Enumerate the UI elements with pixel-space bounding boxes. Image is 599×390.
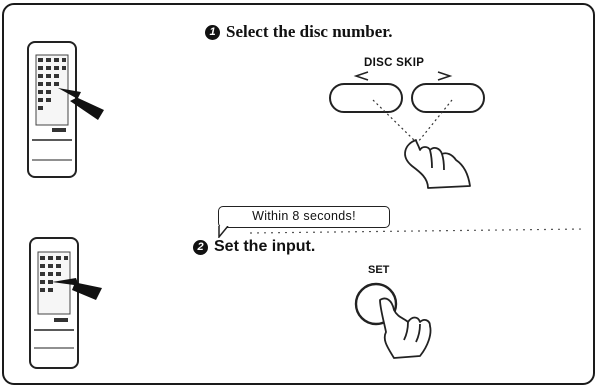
dotted-separator	[249, 228, 586, 234]
step-1-number: 1	[205, 24, 220, 40]
step-1-title: 1 Select the disc number.	[205, 22, 393, 42]
set-label: SET	[368, 264, 390, 276]
disc-skip-right-arrow-icon	[437, 71, 453, 81]
step-2-text: Set the input.	[214, 238, 316, 255]
arrow-pointer-icon	[52, 278, 102, 300]
disc-skip-left-arrow-icon	[353, 71, 369, 81]
callout-tail	[218, 226, 229, 238]
arrow-pointer-icon	[58, 88, 104, 120]
step-2-number: 2	[193, 239, 208, 255]
time-limit-callout: Within 8 seconds!	[218, 206, 390, 228]
remote-control-icon	[27, 41, 77, 178]
pressing-hand-icon	[404, 139, 471, 189]
disc-skip-left-button	[329, 83, 403, 113]
remote-control-icon	[29, 237, 79, 369]
instruction-frame	[2, 3, 595, 385]
step-1-text: Select the disc number.	[226, 22, 393, 41]
pressing-hand-icon	[379, 297, 432, 359]
disc-skip-right-button	[411, 83, 485, 113]
disc-skip-label: DISC SKIP	[364, 57, 425, 69]
step-2-title: 2 Set the input.	[193, 238, 315, 256]
